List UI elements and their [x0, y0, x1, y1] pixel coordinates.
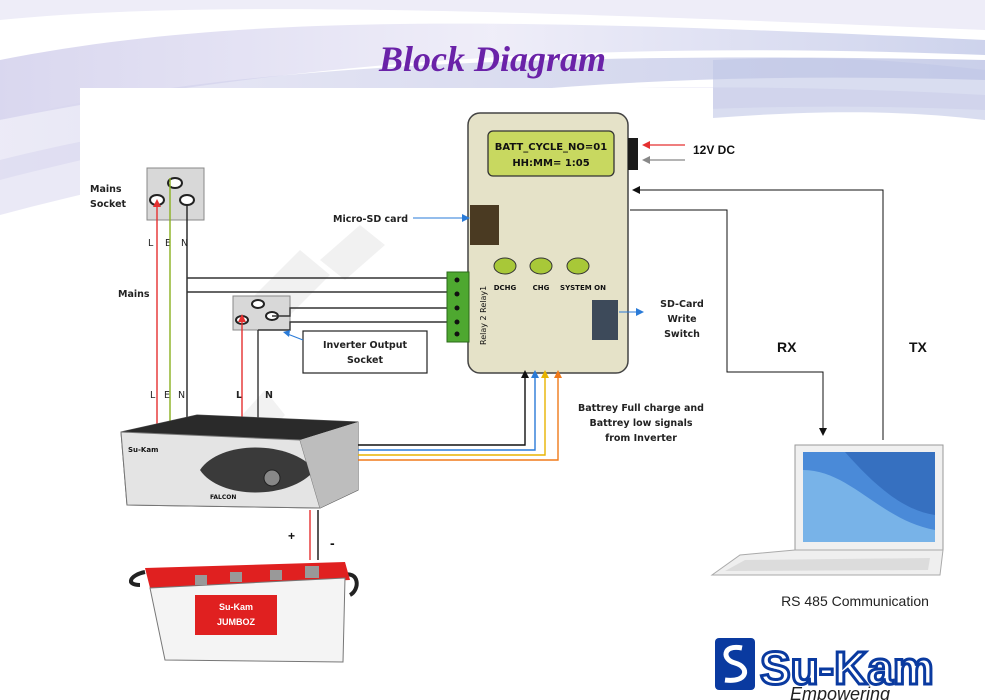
mains-socket — [146, 167, 205, 221]
label-e-mid: E — [164, 390, 170, 401]
rs485-label: RS 485 Communication — [781, 593, 929, 609]
dc-input-wires — [642, 141, 685, 164]
inverter-output-socket-label-1: Inverter Output — [323, 340, 408, 351]
tx-label: TX — [909, 339, 928, 355]
rs485-lines — [630, 189, 884, 440]
minus-label: - — [330, 535, 335, 551]
laptop — [710, 444, 944, 576]
micro-sd-label: Micro-SD card — [333, 214, 408, 225]
rx-arrowhead — [819, 428, 827, 436]
sukam-logo — [715, 638, 755, 690]
callout-arrowhead-microsd — [462, 214, 470, 222]
callout-arrowhead-socket — [283, 330, 290, 337]
label-l-top: L — [148, 238, 154, 249]
battery-signal-label-1: Battrey Full charge and — [578, 403, 704, 414]
tx-arrowhead — [632, 186, 640, 194]
button-label-system-on: SYSTEM ON — [560, 284, 606, 292]
label-l-mid: L — [150, 390, 156, 401]
label-e-top: E — [165, 238, 171, 249]
battery-signal-label-2: Battrey low signals — [589, 418, 692, 429]
page-title: Block Diagram — [378, 39, 606, 79]
label-n-top: N — [181, 238, 188, 249]
inverter-unit — [120, 414, 359, 509]
lcd-line-1: BATT_CYCLE_NO=01 — [495, 142, 607, 153]
sd-switch-label-2: Write — [667, 314, 696, 325]
wire-arrowheads — [153, 199, 246, 322]
lcd-line-2: HH:MM= 1:05 — [512, 158, 589, 169]
dc-input-label: 12V DC — [693, 143, 735, 157]
inverter-socket-wires — [241, 307, 447, 425]
mains-wires — [156, 178, 447, 425]
mains-socket-label-2: Socket — [90, 199, 127, 210]
len-labels-top: L E N — [148, 238, 188, 249]
rx-label: RX — [777, 339, 797, 355]
inverter-output-socket-label-2: Socket — [347, 355, 384, 366]
inverter-brand: Su-Kam — [128, 446, 158, 454]
label-n-inverter: N — [265, 390, 273, 401]
controller-unit — [446, 112, 638, 374]
mains-socket-label-1: Mains — [90, 184, 122, 195]
battery-wires — [309, 510, 319, 560]
plus-label: + — [288, 529, 295, 543]
callout-arrowhead-sdswitch — [636, 308, 644, 316]
inverter-model: FALCON — [210, 494, 236, 501]
relay-label: Relay 2 Relay1 — [479, 286, 488, 345]
battery-brand: Su-Kam — [219, 602, 253, 612]
signal-wires — [358, 374, 559, 461]
sd-switch-label-3: Switch — [664, 329, 700, 340]
button-label-dchg: DCHG — [494, 284, 517, 292]
inverter-output-socket-box — [302, 330, 428, 374]
label-n-mid: N — [178, 390, 185, 401]
label-l-inverter: L — [236, 390, 242, 401]
inverter-output-socket — [232, 295, 291, 331]
battery-unit — [129, 562, 359, 663]
mains-label: Mains — [118, 289, 150, 300]
battery-model: JUMBOZ — [217, 617, 256, 627]
len-labels-mid: L E N — [150, 390, 185, 401]
logo-tagline: Empowering — [790, 684, 890, 700]
battery-signal-label-3: from Inverter — [605, 433, 677, 444]
button-label-chg: CHG — [533, 284, 550, 292]
ln-labels-inverter: L N — [236, 390, 273, 401]
sd-switch-label-1: SD-Card — [660, 299, 704, 310]
logo-name: Su-Kam — [760, 642, 934, 694]
signal-arrowheads — [521, 370, 562, 378]
